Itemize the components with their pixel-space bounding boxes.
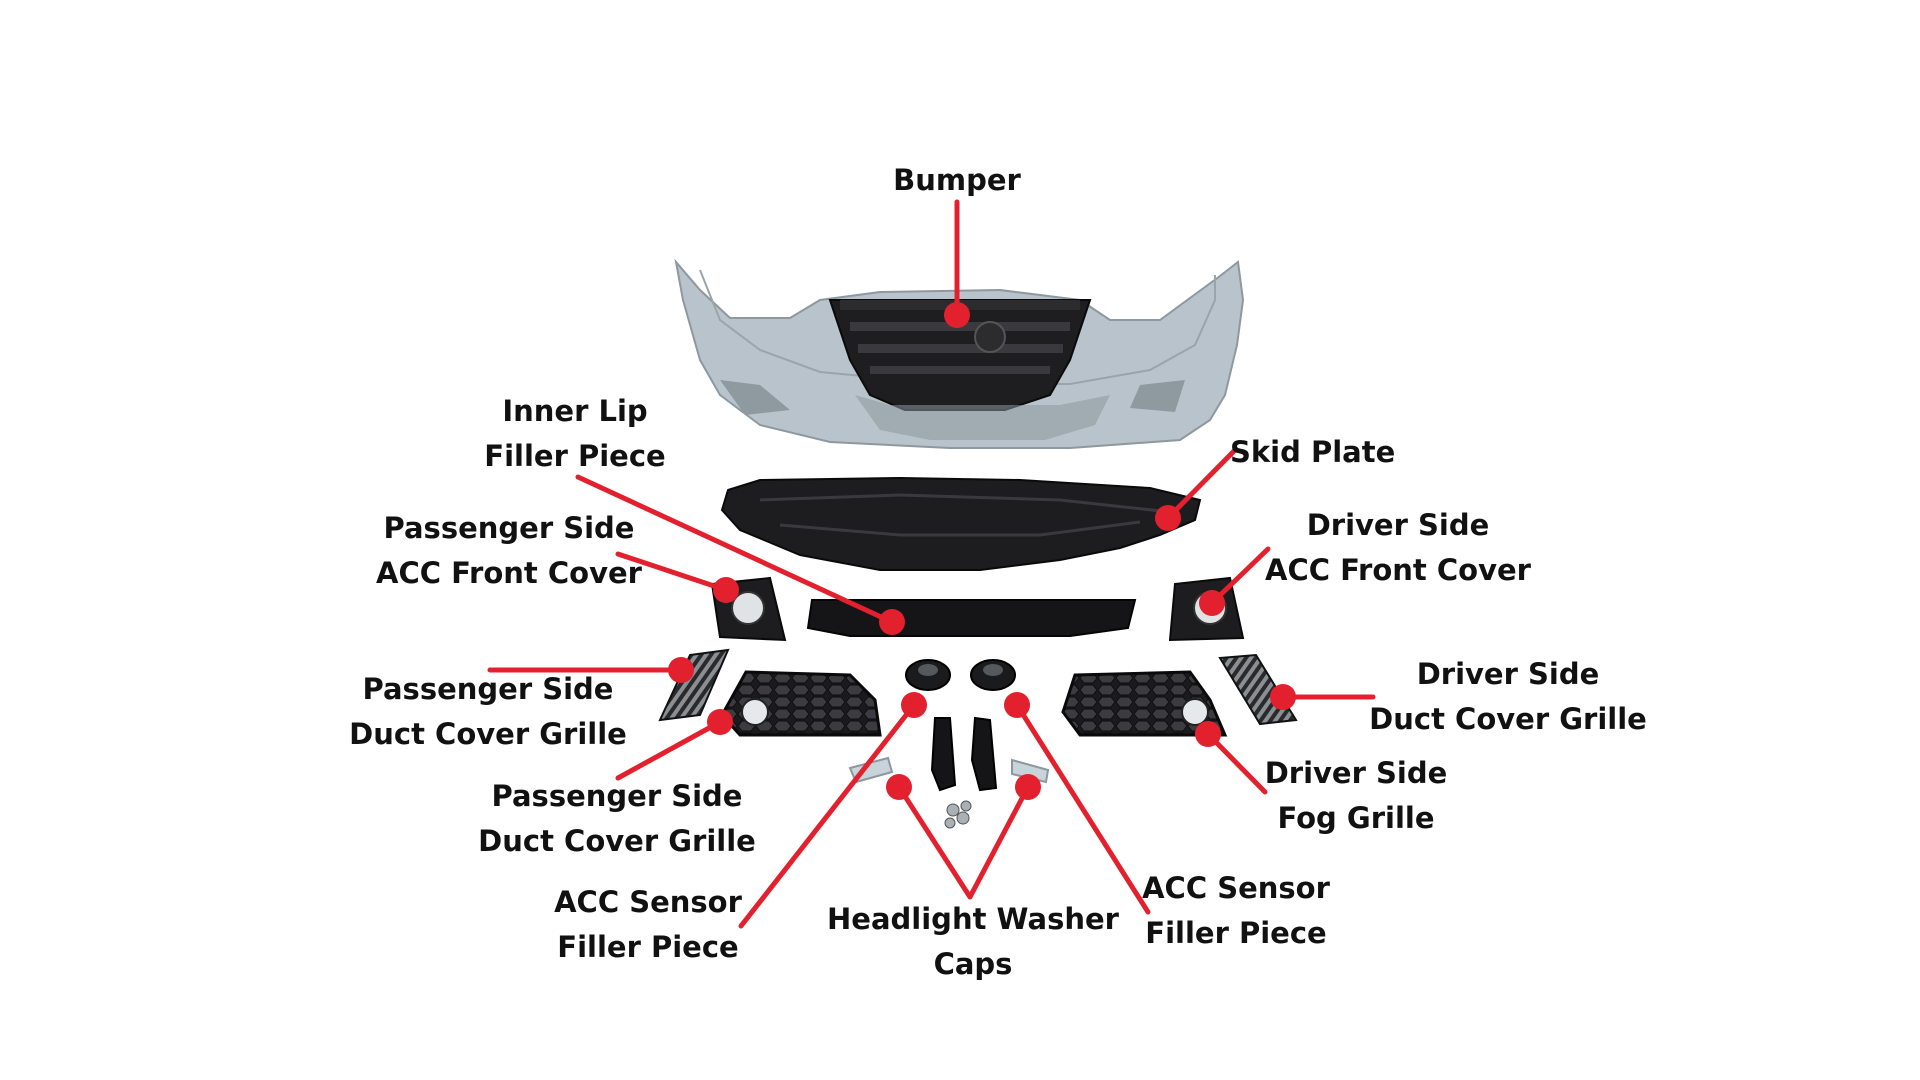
right-bracket-part — [970, 716, 998, 792]
right-acc-sensor-filler-part — [970, 659, 1016, 691]
label-left-acc-filler-line1: ACC Sensor — [554, 885, 742, 919]
labels: Bumper Inner Lip Filler Piece Skid Plate… — [349, 163, 1647, 981]
dot-passenger-duct-2 — [707, 709, 733, 735]
dot-left-acc-filler — [901, 692, 927, 718]
label-inner-lip-line2: Filler Piece — [484, 439, 665, 473]
left-acc-sensor-filler-part — [905, 659, 951, 691]
leader-inner-lip — [575, 474, 895, 625]
passenger-duct-cover-grille-part — [658, 648, 730, 722]
label-right-acc-filler-line1: ACC Sensor — [1142, 871, 1330, 905]
label-driver-fog-line2: Fog Grille — [1277, 801, 1434, 835]
dot-passenger-duct — [668, 657, 694, 683]
label-passenger-acc-cover-line2: ACC Front Cover — [376, 556, 643, 590]
label-washer-caps-line2: Caps — [934, 947, 1013, 981]
leader-right-acc-filler — [1014, 702, 1151, 915]
label-right-acc-filler-line2: Filler Piece — [1145, 916, 1326, 950]
dot-washer-cap-right — [1015, 774, 1041, 800]
dot-right-acc-filler — [1004, 692, 1030, 718]
leader-skid-plate — [1165, 448, 1237, 521]
label-bumper: Bumper — [893, 163, 1021, 197]
label-passenger-acc-cover-line1: Passenger Side — [384, 511, 635, 545]
bumper-part — [674, 258, 1245, 449]
leader-washer-caps — [896, 784, 1031, 900]
right-headlight-washer-cap-part — [1011, 758, 1050, 784]
dot-skid-plate — [1155, 505, 1181, 531]
leader-passenger-duct-2 — [615, 719, 723, 781]
label-left-acc-filler-line2: Filler Piece — [557, 930, 738, 964]
label-washer-caps-line1: Headlight Washer — [827, 902, 1120, 936]
label-driver-fog-line1: Driver Side — [1265, 756, 1448, 790]
dot-bumper — [944, 302, 970, 328]
leader-lines — [487, 199, 1376, 929]
label-skid-plate: Skid Plate — [1230, 435, 1395, 469]
label-driver-duct-line2: Duct Cover Grille — [1369, 702, 1647, 736]
label-driver-duct-line1: Driver Side — [1417, 657, 1600, 691]
dot-driver-fog — [1195, 721, 1221, 747]
leader-passenger-acc-cover — [615, 551, 729, 593]
label-passenger-duct2-line2: Duct Cover Grille — [478, 824, 756, 858]
dot-inner-lip — [879, 609, 905, 635]
label-passenger-duct-line2: Duct Cover Grille — [349, 717, 627, 751]
label-inner-lip-line1: Inner Lip — [502, 394, 647, 428]
label-passenger-duct-line1: Passenger Side — [363, 672, 614, 706]
dot-passenger-acc-cover — [713, 577, 739, 603]
dot-washer-cap-left — [886, 774, 912, 800]
dot-driver-acc-cover — [1199, 590, 1225, 616]
label-driver-acc-cover-line2: ACC Front Cover — [1265, 553, 1532, 587]
leader-driver-fog — [1205, 731, 1268, 795]
label-driver-acc-cover-line1: Driver Side — [1307, 508, 1490, 542]
left-bracket-part — [930, 717, 957, 792]
label-passenger-duct2-line1: Passenger Side — [492, 779, 743, 813]
dot-driver-duct — [1270, 684, 1296, 710]
hardware-part — [944, 800, 972, 829]
leader-left-acc-filler — [738, 702, 917, 929]
